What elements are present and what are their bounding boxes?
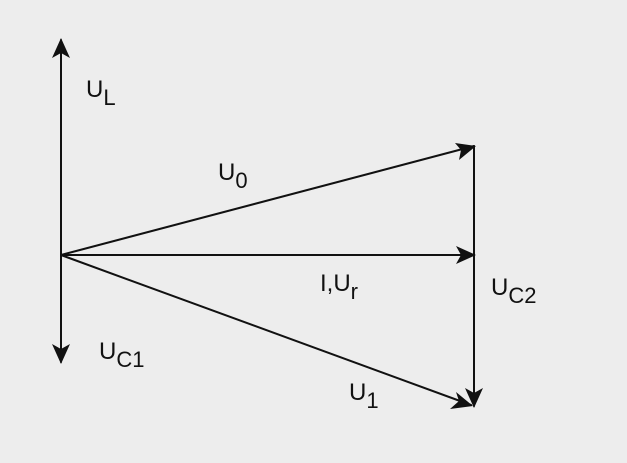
u0-label: U0 [218,159,248,193]
u1-arrowhead [450,392,473,409]
i-ur-label: I,Ur [320,270,358,304]
uc1-label: UC1 [99,338,145,372]
ul-arrowhead [52,38,70,58]
u1-label: U1 [349,379,379,413]
u0-arrowhead [455,143,476,160]
uc1-arrowhead [52,344,70,364]
u1-vector [60,254,472,406]
uc2-label: UC2 [491,274,537,308]
ul-label: UL [86,76,116,110]
u0-vector [60,145,475,256]
uc2-arrowhead [465,388,483,408]
i-ur-arrowhead [456,246,476,264]
